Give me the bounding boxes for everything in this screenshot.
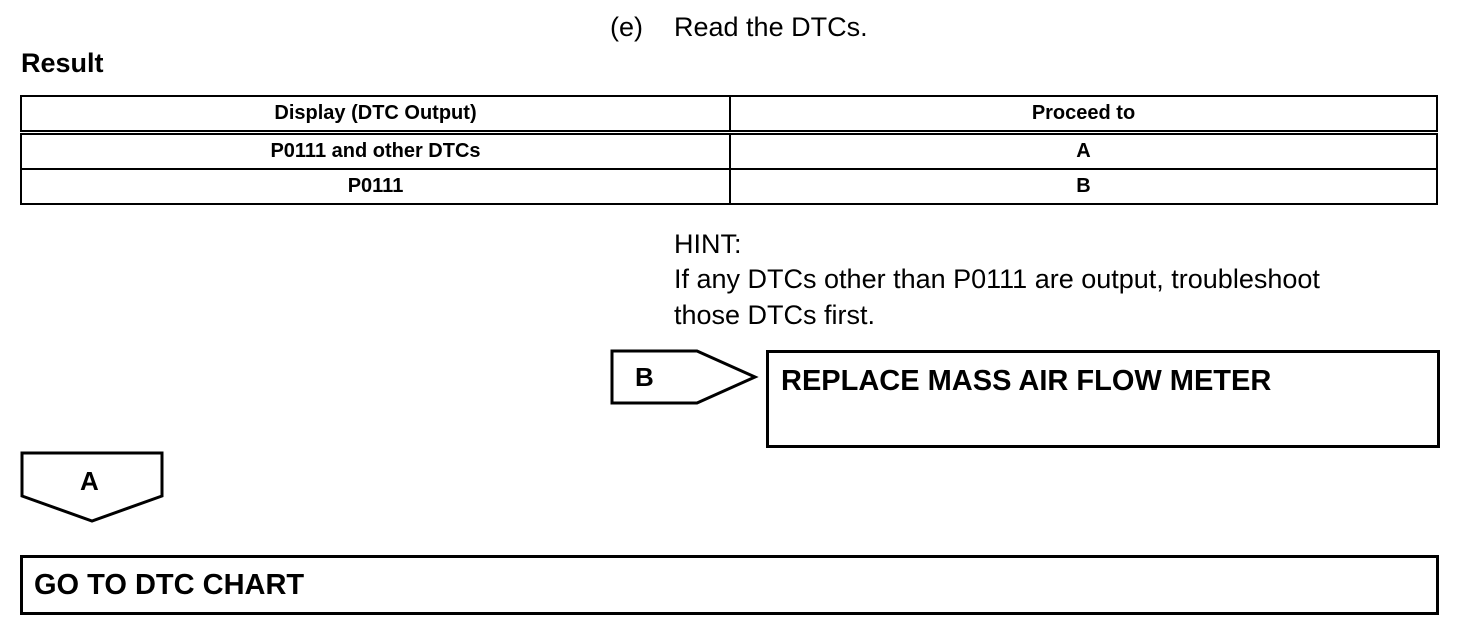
step-letter: (e) bbox=[610, 12, 643, 42]
branch-a-arrow-shape bbox=[20, 451, 164, 523]
table-cell-proceed: B bbox=[729, 168, 1438, 205]
table-cell-display: P0111 bbox=[20, 168, 731, 205]
table-cell-display: P0111 and other DTCs bbox=[20, 131, 731, 170]
table-row: P0111 B bbox=[20, 168, 1438, 205]
branch-b-arrow-shape bbox=[610, 349, 759, 405]
table-header-display: Display (DTC Output) bbox=[20, 95, 731, 135]
hint-line: those DTCs first. bbox=[674, 300, 876, 330]
goto-action-box: GO TO DTC CHART bbox=[20, 555, 1439, 615]
replace-action-text: REPLACE MASS AIR FLOW METER bbox=[781, 365, 1272, 397]
hint-title: HINT: bbox=[674, 229, 742, 259]
branch-a-label: A bbox=[80, 466, 99, 496]
step-instruction: Read the DTCs. bbox=[674, 12, 868, 42]
table-header-row: Display (DTC Output) Proceed to bbox=[20, 95, 1438, 135]
result-heading: Result bbox=[21, 48, 104, 78]
result-table: Display (DTC Output) Proceed to P0111 an… bbox=[20, 95, 1438, 205]
table-row: P0111 and other DTCs A bbox=[20, 131, 1438, 170]
goto-action-text: GO TO DTC CHART bbox=[34, 569, 305, 601]
table-header-proceed: Proceed to bbox=[729, 95, 1438, 135]
table-cell-proceed: A bbox=[729, 131, 1438, 170]
branch-b-label: B bbox=[635, 362, 654, 392]
hint-line: If any DTCs other than P0111 are output,… bbox=[674, 264, 1320, 294]
replace-action-box: REPLACE MASS AIR FLOW METER bbox=[766, 350, 1440, 448]
